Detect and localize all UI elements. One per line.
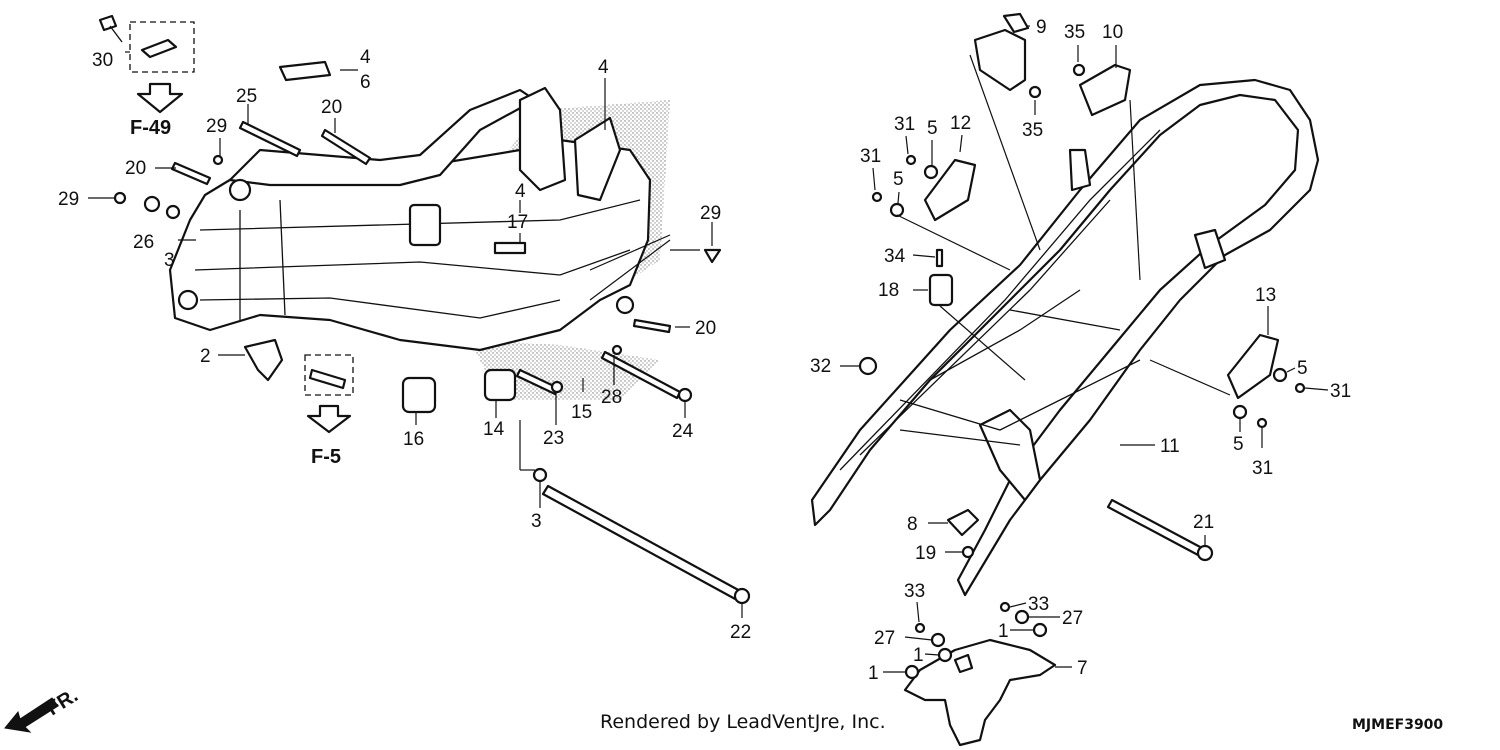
callout-5: 5 bbox=[1297, 358, 1308, 379]
callout-19: 19 bbox=[915, 543, 936, 564]
callout-5: 5 bbox=[893, 169, 904, 190]
callout-35: 35 bbox=[1064, 22, 1085, 43]
callout-23: 23 bbox=[543, 428, 564, 449]
callout-15: 15 bbox=[571, 402, 592, 423]
callout-12: 12 bbox=[950, 113, 971, 134]
callout-24: 24 bbox=[672, 421, 694, 442]
callout-6: 6 bbox=[360, 72, 371, 93]
diagram-code: MJMEF3900 bbox=[1352, 717, 1444, 733]
callout-28: 28 bbox=[601, 387, 622, 408]
callout-18: 18 bbox=[878, 280, 899, 301]
callout-32: 32 bbox=[810, 356, 831, 377]
callouts: 30 4 6 4 25 20 29 20 29 26 3 4 17 29 20 … bbox=[58, 17, 1351, 684]
callout-20: 20 bbox=[125, 158, 146, 179]
render-credit: Rendered by LeadVentJre, Inc. bbox=[600, 711, 886, 733]
right-leader-lines bbox=[840, 25, 1329, 673]
callout-8: 8 bbox=[907, 514, 918, 535]
callout-5: 5 bbox=[1233, 434, 1244, 455]
reference-arrows bbox=[4, 82, 352, 733]
callout-11: 11 bbox=[1160, 436, 1180, 457]
callout-16: 16 bbox=[403, 429, 424, 450]
arrow-f5-icon bbox=[306, 404, 352, 434]
callout-25: 25 bbox=[236, 86, 257, 107]
callout-27: 27 bbox=[1062, 608, 1083, 629]
callout-3: 3 bbox=[531, 511, 542, 532]
front-arrow-icon bbox=[4, 697, 59, 733]
callout-5: 5 bbox=[927, 118, 938, 139]
callout-29: 29 bbox=[700, 203, 721, 224]
callout-3: 3 bbox=[164, 250, 175, 271]
left-leader-lines bbox=[88, 51, 743, 618]
callout-22: 22 bbox=[730, 622, 751, 643]
callout-33: 33 bbox=[904, 581, 925, 602]
arrow-f49-icon bbox=[136, 82, 184, 114]
callout-4: 4 bbox=[515, 181, 526, 202]
callout-30: 30 bbox=[92, 50, 113, 71]
callout-10: 10 bbox=[1102, 22, 1123, 43]
front-label: FR. bbox=[43, 685, 82, 721]
ref-label-f49: F-49 bbox=[130, 117, 171, 139]
main-frame bbox=[129, 21, 722, 414]
callout-20: 20 bbox=[695, 318, 716, 339]
callout-17: 17 bbox=[507, 212, 528, 233]
callout-35: 35 bbox=[1022, 120, 1043, 141]
callout-31: 31 bbox=[1252, 458, 1273, 479]
callout-9: 9 bbox=[1036, 17, 1047, 38]
callout-31: 31 bbox=[1330, 381, 1351, 402]
callout-33: 33 bbox=[1028, 594, 1049, 615]
callout-26: 26 bbox=[133, 232, 154, 253]
callout-4: 4 bbox=[360, 47, 371, 68]
ref-label-f5: F-5 bbox=[311, 446, 341, 468]
callout-29: 29 bbox=[58, 189, 79, 210]
callout-1: 1 bbox=[868, 663, 879, 684]
callout-34: 34 bbox=[884, 246, 906, 267]
callout-2: 2 bbox=[200, 346, 211, 367]
callout-1: 1 bbox=[998, 621, 1009, 642]
callout-14: 14 bbox=[483, 419, 505, 440]
callout-21: 21 bbox=[1193, 512, 1214, 533]
callout-4: 4 bbox=[598, 57, 609, 78]
callout-20: 20 bbox=[321, 97, 342, 118]
right-fasteners bbox=[858, 63, 1306, 680]
callout-27: 27 bbox=[874, 628, 895, 649]
callout-1: 1 bbox=[913, 645, 924, 666]
rear-subframe bbox=[810, 12, 1320, 747]
callout-31: 31 bbox=[894, 114, 915, 135]
left-fasteners bbox=[98, 14, 751, 605]
callout-29: 29 bbox=[206, 116, 227, 137]
callout-13: 13 bbox=[1255, 285, 1276, 306]
callout-31: 31 bbox=[860, 146, 881, 167]
callout-7: 7 bbox=[1077, 658, 1088, 679]
